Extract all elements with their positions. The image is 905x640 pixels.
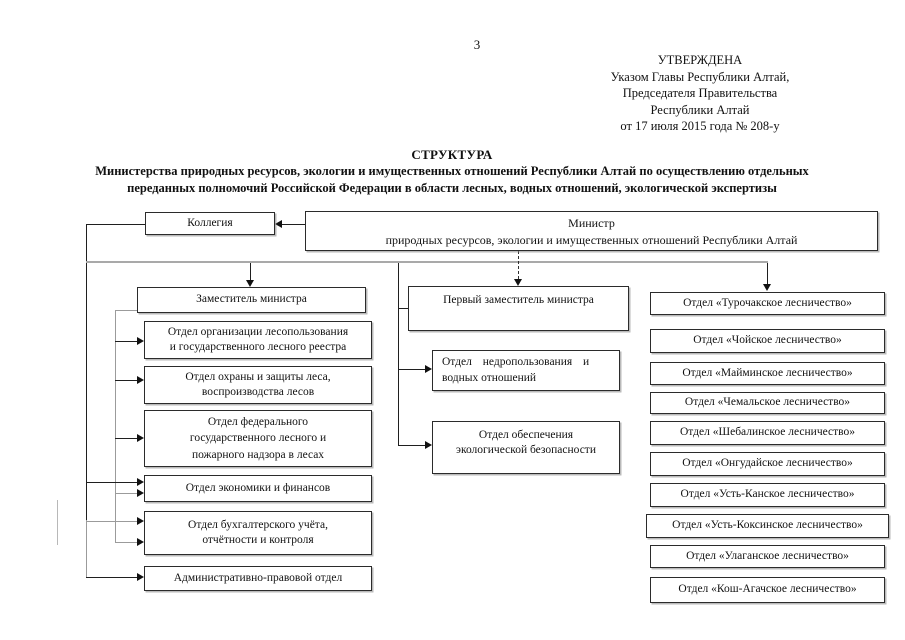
org-box-forestry-ongudayskoe: Отдел «Онгудайское лесничество» (650, 452, 885, 476)
arrow-right-icon (137, 337, 144, 345)
org-box-forestry-kosh-agachskoe: Отдел «Кош-Агачское лесничество» (650, 577, 885, 603)
connector-collegium-left (86, 224, 145, 225)
title-block: СТРУКТУРА Министерства природных ресурсо… (52, 147, 852, 197)
org-box-forestry-turochakskoe: Отдел «Турочакское лесничество» (650, 292, 885, 315)
arrow-right-icon (137, 538, 144, 546)
arrow-left-icon (275, 220, 282, 228)
approval-line: Республики Алтай (650, 102, 750, 117)
connector-outer-spine-bottom (86, 520, 87, 578)
arrow-right-icon (137, 573, 144, 581)
connector-inner-spine (115, 310, 116, 542)
approval-line: УТВЕРЖДЕНА (657, 53, 743, 67)
connector-bus (86, 261, 768, 263)
connector-arrow-d6 (86, 577, 137, 578)
org-box-forestry-choyskoe: Отдел «Чойское лесничество» (650, 329, 885, 353)
approval-line: Председателя Правительства (622, 86, 778, 100)
arrow-right-icon (137, 478, 144, 486)
connector-stub-deputy (115, 310, 137, 311)
approval-block: УТВЕРЖДЕНА Указом Главы Республики Алтай… (552, 52, 848, 135)
org-box-deputy-minister: Заместитель министра (137, 287, 366, 313)
connector-arrow-d2 (115, 380, 137, 381)
arrow-right-icon (425, 441, 432, 449)
arrow-down-icon (246, 280, 254, 287)
approval-line: от 17 июля 2015 года № 208-у (620, 119, 780, 133)
arrow-right-icon (137, 517, 144, 525)
connector-arrow-mid2 (398, 445, 425, 446)
org-box-dept-forest-fire-supervision: Отдел федерального государственного лесн… (144, 410, 372, 467)
org-box-forestry-mayminskoe: Отдел «Майминское лесничество» (650, 362, 885, 385)
connector-arrow-mid1 (398, 369, 425, 370)
arrow-right-icon (137, 376, 144, 384)
arrow-right-icon (425, 365, 432, 373)
connector-arrow-d5a (86, 521, 137, 522)
org-box-dept-forest-protection: Отдел охраны и защиты леса, воспроизводс… (144, 366, 372, 404)
org-box-dept-accounting: Отдел бухгалтерского учёта, отчётности и… (144, 511, 372, 555)
org-box-dept-ecological-safety: Отдел обеспечения экологической безопасн… (432, 421, 620, 474)
margin-mark (57, 500, 58, 545)
org-box-forestry-shebalinskoe: Отдел «Шебалинское лесничество» (650, 421, 885, 445)
org-box-dept-subsoil-water: Отдел недропользования и водных отношени… (432, 350, 620, 391)
arrow-down-icon (763, 284, 771, 291)
connector-drop-deputy (250, 263, 251, 280)
org-box-collegium: Коллегия (145, 212, 275, 235)
connector-drop-first-deputy-dashed (518, 251, 519, 279)
page-subtitle: Министерства природных ресурсов, экологи… (52, 163, 852, 197)
org-box-forestry-ulaganskoe: Отдел «Улаганское лесничество» (650, 545, 885, 568)
approval-line: Указом Главы Республики Алтай, (610, 69, 790, 84)
arrow-down-icon (514, 279, 522, 286)
org-box-dept-economics: Отдел экономики и финансов (144, 475, 372, 502)
org-box-first-deputy-minister: Первый заместитель министра (408, 286, 629, 331)
org-box-minister: Министр природных ресурсов, экологии и и… (305, 211, 878, 251)
subtitle-line: переданных полномочий Российской Федерац… (127, 181, 777, 195)
connector-arrow-d3 (115, 438, 137, 439)
org-box-forestry-chemalskoe: Отдел «Чемальское лесничество» (650, 392, 885, 414)
connector-arrow-d4a (86, 482, 137, 483)
connector-outer-spine-top (86, 224, 87, 520)
connector-middle-spine (398, 263, 399, 445)
connector-drop-forestry (767, 263, 768, 284)
org-box-forestry-ust-koksinskoe: Отдел «Усть-Коксинское лесничество» (646, 514, 889, 538)
connector-stub-first-deputy (398, 308, 408, 309)
subtitle-line: Министерства природных ресурсов, экологи… (95, 164, 809, 178)
page-title: СТРУКТУРА (411, 147, 493, 162)
connector-arrow-d4b (115, 493, 137, 494)
arrow-right-icon (137, 434, 144, 442)
connector-arrow-d1 (115, 341, 137, 342)
org-box-forestry-ust-kanskoe: Отдел «Усть-Канское лесничество» (650, 483, 885, 507)
org-box-dept-forest-registry: Отдел организации лесопользования и госу… (144, 321, 372, 359)
arrow-right-icon (137, 489, 144, 497)
connector-arrow-d5b (115, 542, 137, 543)
org-box-dept-administrative-legal: Административно-правовой отдел (144, 566, 372, 591)
page-number: 3 (473, 37, 481, 52)
connector-minister-collegium (280, 224, 305, 225)
